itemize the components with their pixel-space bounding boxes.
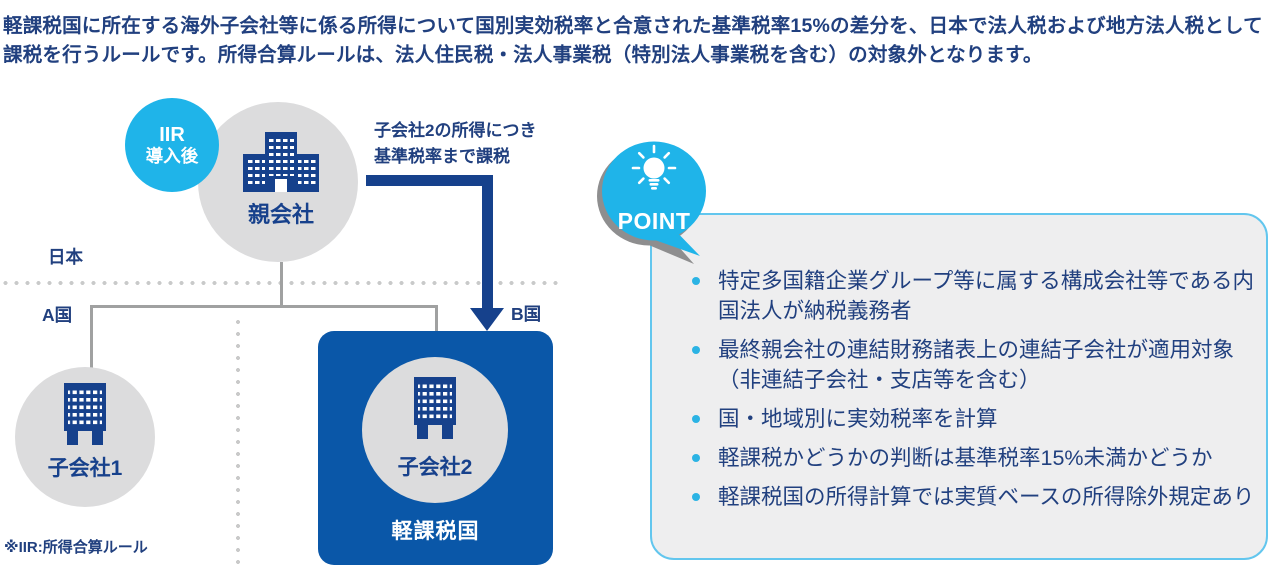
- taxation-annotation-line2: 基準税率まで課税: [374, 147, 510, 166]
- region-label-country-a: A国: [42, 305, 73, 325]
- point-bullet-item: 軽課税国の所得計算では実質ベースの所得除外規定あり: [690, 482, 1256, 512]
- taxation-annotation-line1: 子会社2の所得につき: [374, 121, 537, 140]
- country-a-b-border-dotted-line: [236, 316, 240, 572]
- subsidiary1-label: 子会社1: [47, 457, 123, 480]
- point-bullet-item: 国・地域別に実効税率を計算: [690, 404, 1256, 434]
- point-bullet-item: 特定多国籍企業グループ等に属する構成会社等である内国法人が納税義務者: [690, 266, 1256, 326]
- point-bullet-line: 最終親会社の連結財務諸表上の連結子会社が適用対象: [718, 338, 1235, 362]
- iir-badge: IIR 導入後: [125, 98, 219, 192]
- parent-company-label: 親会社: [247, 202, 314, 227]
- iir-footnote: ※IIR:所得合算ルール: [4, 539, 148, 556]
- lightbulb-icon: [631, 144, 677, 185]
- connector-subsidiary1-drop: [89, 305, 93, 371]
- office-buildings-icon: [243, 132, 319, 192]
- connector-parent-down: [279, 262, 283, 307]
- low-tax-country-label: 軽課税国: [391, 520, 480, 543]
- point-bullet-line: 国法人が納税義務者: [718, 299, 912, 323]
- point-bullet-line: 軽課税国の所得計算では実質ベースの所得除外規定あり: [718, 485, 1255, 509]
- point-list: 特定多国籍企業グループ等に属する構成会社等である内国法人が納税義務者最終親会社の…: [690, 266, 1256, 521]
- intro-text-line-1: 軽課税国に所在する海外子会社等に係る所得について国別実効税率と合意された基準税率…: [3, 15, 1263, 37]
- region-label-country-b: B国: [511, 304, 542, 324]
- connector-branch-horizontal: [89, 305, 438, 308]
- point-bullet-line: 特定多国籍企業グループ等に属する構成会社等である内: [718, 269, 1254, 293]
- point-bullet-line: 軽課税かどうかの判断は基準税率15%未満かどうか: [718, 446, 1213, 470]
- point-bullet-line: （非連結子会社・支店等を含む）: [718, 368, 1041, 392]
- point-bullet-item: 最終親会社の連結財務諸表上の連結子会社が適用対象 （非連結子会社・支店等を含む）: [690, 335, 1256, 395]
- point-speech-bubble: [597, 141, 706, 264]
- taxation-annotation: 子会社2の所得につき 基準税率まで課税: [374, 118, 536, 170]
- building-icon-subsidiary2: [414, 377, 456, 439]
- iir-badge-line2: 導入後: [145, 145, 199, 166]
- point-bullet-item: 軽課税かどうかの判断は基準税率15%未満かどうか: [690, 443, 1256, 473]
- intro-text-line-2: 課税を行うルールです。所得合算ルールは、法人住民税・法人事業税（特別法人事業税を…: [3, 44, 1043, 66]
- taxation-arrow-icon: [366, 175, 504, 331]
- building-icon-subsidiary1: [64, 383, 106, 445]
- point-bullet-line: 国・地域別に実効税率を計算: [718, 407, 998, 431]
- point-badge-label: POINT: [617, 208, 691, 234]
- iir-badge-line1: IIR: [159, 123, 185, 146]
- point-panel: [650, 213, 1268, 560]
- subsidiary2-label: 子会社2: [397, 456, 473, 479]
- region-label-japan: 日本: [48, 247, 83, 267]
